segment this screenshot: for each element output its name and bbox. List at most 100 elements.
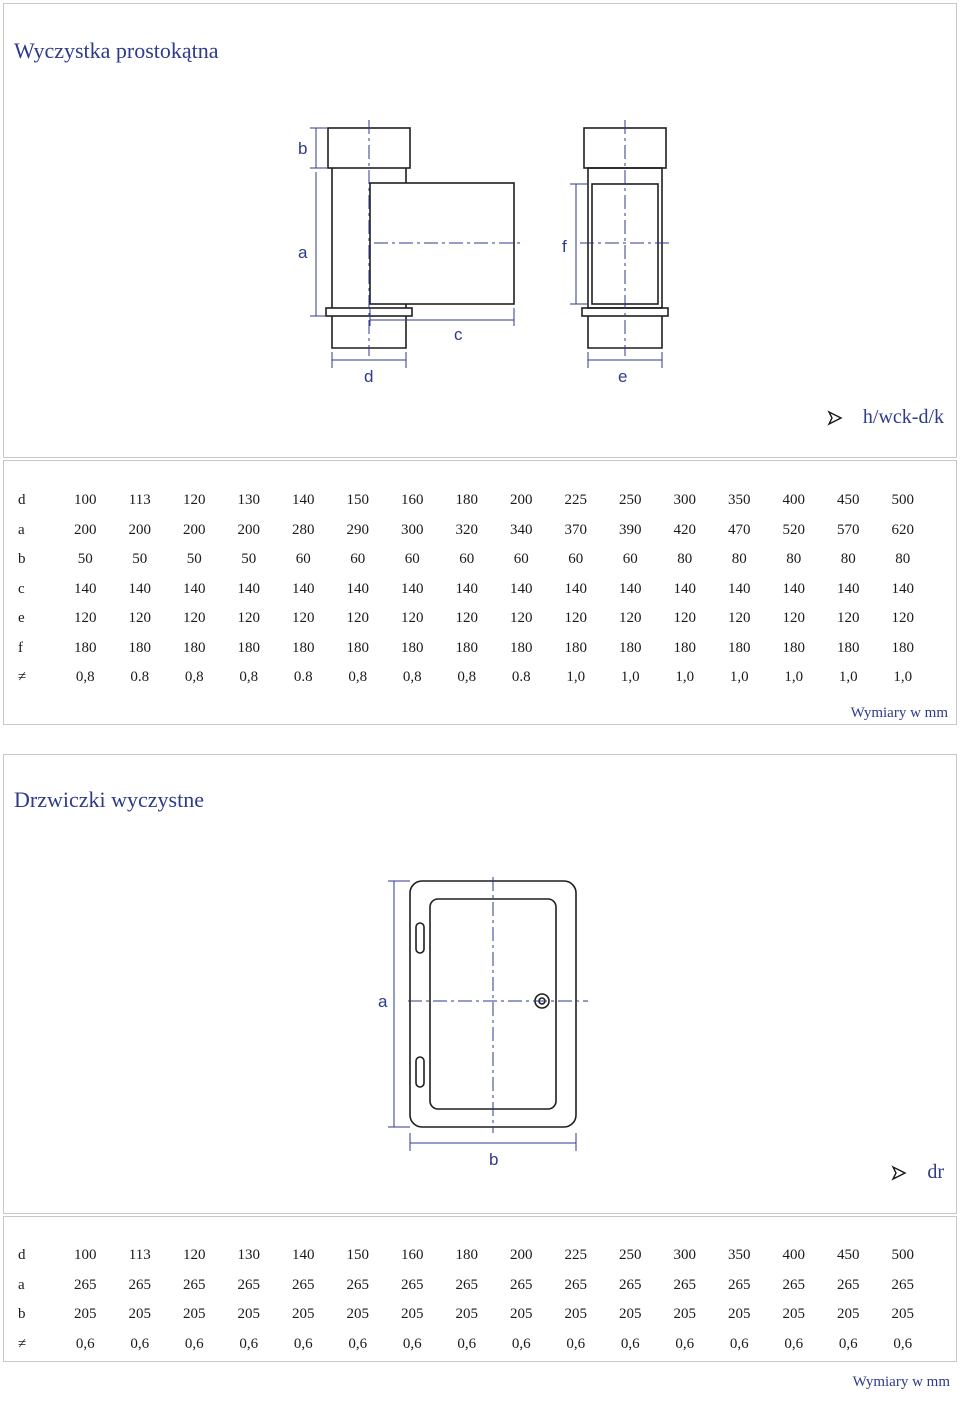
table-cell: 180 bbox=[74, 639, 97, 656]
hinge-top bbox=[415, 922, 425, 954]
table-cell: 200 bbox=[183, 521, 206, 538]
table-cell: 113 bbox=[128, 1247, 151, 1264]
table-cell: 140 bbox=[401, 580, 424, 597]
table-cell: 205 bbox=[74, 1306, 97, 1323]
table-cell: 120 bbox=[728, 610, 751, 627]
table-cell: 265 bbox=[237, 1276, 261, 1293]
table-cell: 205 bbox=[728, 1306, 751, 1323]
table-cell: 140 bbox=[292, 1247, 315, 1264]
table-cell: 0,6 bbox=[402, 1335, 422, 1352]
table-cell: 160 bbox=[401, 492, 424, 509]
table-cell: 140 bbox=[782, 580, 806, 597]
table-cell: 120 bbox=[401, 610, 424, 627]
panel-drawing-1: Wyczystka prostokątna bbox=[3, 3, 957, 458]
table-cell: 1,0 bbox=[729, 669, 749, 686]
table-cell: 0.8 bbox=[130, 669, 150, 686]
table-cell: 50 bbox=[241, 551, 257, 568]
dim-label-b: b bbox=[489, 1150, 498, 1169]
table-cell: 0,8 bbox=[75, 669, 95, 686]
table-cell: 180 bbox=[292, 639, 315, 656]
table-cell: 205 bbox=[673, 1306, 697, 1323]
table-cell: 0,8 bbox=[239, 669, 259, 686]
table-cell: 140 bbox=[292, 492, 315, 509]
dim-label-b: b bbox=[298, 139, 307, 158]
arrowhead-bullet-icon bbox=[827, 409, 843, 426]
table-cell: 0,8 bbox=[402, 669, 422, 686]
table-cell: 150 bbox=[346, 492, 370, 509]
table-cell: 0.8 bbox=[293, 669, 313, 686]
table-cell: 265 bbox=[183, 1276, 206, 1293]
table-cell: 80 bbox=[677, 551, 693, 568]
table-cell: 80 bbox=[731, 551, 747, 568]
table-cell: 0,6 bbox=[457, 1335, 477, 1352]
table-cell: 180 bbox=[673, 639, 697, 656]
table-cell: 80 bbox=[895, 551, 911, 568]
table-cell: 120 bbox=[74, 610, 97, 627]
table-cell: 60 bbox=[295, 551, 311, 568]
table-cell: 1,0 bbox=[838, 669, 858, 686]
table-cell: 1,0 bbox=[566, 669, 586, 686]
table-cell: 0,6 bbox=[893, 1335, 913, 1352]
table-cell: 140 bbox=[564, 580, 588, 597]
table-cell: 205 bbox=[401, 1306, 424, 1323]
table-cell: 80 bbox=[786, 551, 802, 568]
table-cell: 140 bbox=[455, 580, 479, 597]
table-cell: 205 bbox=[891, 1306, 915, 1323]
table-cell: 120 bbox=[455, 610, 479, 627]
table-cell: 265 bbox=[619, 1276, 642, 1293]
table-cell: 140 bbox=[128, 580, 152, 597]
table-cell: 130 bbox=[237, 492, 261, 509]
table-cell: 0,6 bbox=[729, 1335, 749, 1352]
product-code-text: dr bbox=[927, 1161, 944, 1183]
dim-label-f: f bbox=[562, 237, 567, 256]
table-cell: 265 bbox=[564, 1276, 588, 1293]
dim-label-e: e bbox=[618, 367, 627, 386]
table-cell: 320 bbox=[455, 521, 479, 538]
section-title: Wyczystka prostokątna bbox=[14, 38, 219, 63]
table-cell: 205 bbox=[782, 1306, 806, 1323]
row-label: d bbox=[18, 492, 26, 509]
table-cell: 100 bbox=[74, 492, 97, 509]
table-cell: 60 bbox=[350, 551, 366, 568]
table-cell: 205 bbox=[510, 1306, 533, 1323]
table-cell: 350 bbox=[728, 1247, 751, 1264]
table-cell: 205 bbox=[183, 1306, 206, 1323]
row-label: a bbox=[18, 521, 25, 538]
table-cell: 140 bbox=[510, 580, 533, 597]
table-cell: 120 bbox=[510, 610, 533, 627]
table-cell: 140 bbox=[837, 580, 860, 597]
table-cell: 400 bbox=[782, 492, 806, 509]
table-cell: 200 bbox=[74, 521, 97, 538]
table-cell: 50 bbox=[186, 551, 202, 568]
row-label: f bbox=[18, 639, 23, 656]
table-cell: 290 bbox=[346, 521, 370, 538]
table-cell: 180 bbox=[183, 639, 206, 656]
table-cell: 120 bbox=[891, 610, 915, 627]
table-cell: 1,0 bbox=[893, 669, 913, 686]
table-cell: 1,0 bbox=[675, 669, 695, 686]
table-cell: 60 bbox=[622, 551, 638, 568]
units-note: Wymiary w mm bbox=[850, 705, 948, 721]
table-cell: 60 bbox=[513, 551, 529, 568]
table-cell: 450 bbox=[837, 492, 860, 509]
table-cell: 420 bbox=[673, 521, 697, 538]
table-cell: 340 bbox=[510, 521, 533, 538]
table-cell: 265 bbox=[510, 1276, 533, 1293]
table-cell: 180 bbox=[619, 639, 642, 656]
table-cell: 0,6 bbox=[566, 1335, 586, 1352]
table-cell: 180 bbox=[510, 639, 533, 656]
table-cell: 265 bbox=[292, 1276, 315, 1293]
table-cell: 205 bbox=[619, 1306, 642, 1323]
table-cell: 180 bbox=[837, 639, 860, 656]
table-cell: 0.8 bbox=[511, 669, 531, 686]
table-cell: 50 bbox=[132, 551, 148, 568]
table-cell: 300 bbox=[401, 521, 424, 538]
table-cell: 180 bbox=[891, 639, 915, 656]
table-cell: 180 bbox=[455, 492, 479, 509]
table-cell: 620 bbox=[891, 521, 915, 538]
